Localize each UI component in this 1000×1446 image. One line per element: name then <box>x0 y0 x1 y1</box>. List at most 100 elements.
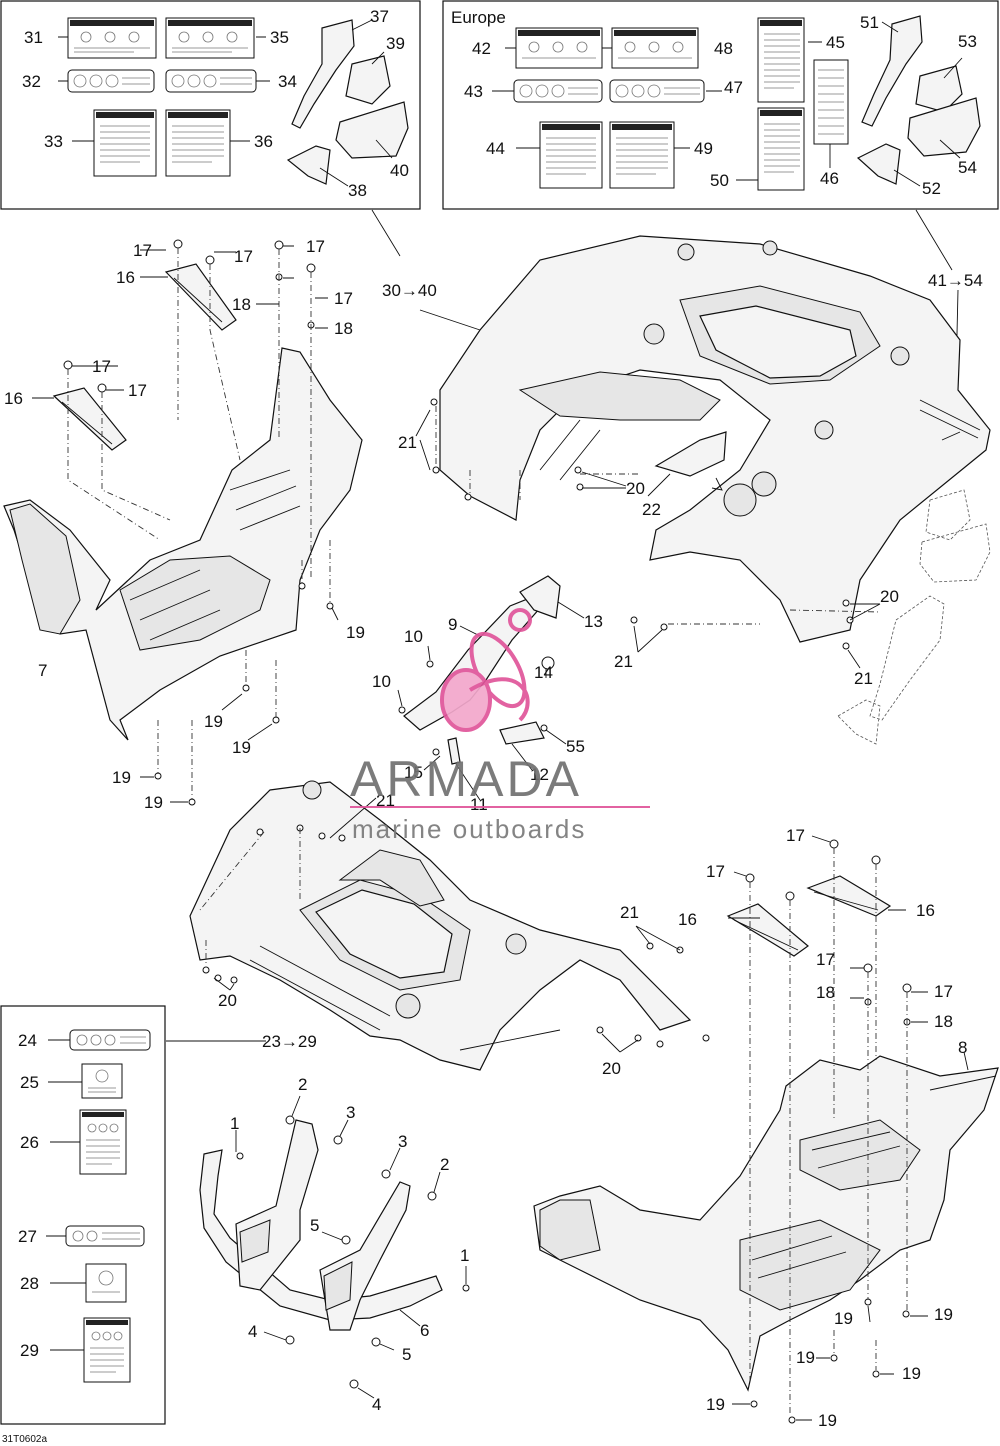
callout-40: 40 <box>390 161 409 180</box>
callout-11: 11 <box>470 795 488 814</box>
callout-17: 17 <box>786 826 805 845</box>
callout-19: 19 <box>204 712 223 731</box>
callout-47: 47 <box>724 78 743 97</box>
callout-19: 19 <box>834 1309 853 1328</box>
callout-45: 45 <box>826 33 845 52</box>
callout-16: 16 <box>4 389 23 408</box>
plate-12 <box>499 721 545 745</box>
callout-36: 36 <box>254 132 273 151</box>
callout-17: 17 <box>92 357 111 376</box>
decal-37 <box>291 19 355 129</box>
callout-19: 19 <box>112 768 131 787</box>
decal-box-europe: Europe <box>442 0 999 210</box>
front-bumper-assembly: 1 2 3 3 2 1 5 5 4 4 6 <box>199 1075 470 1414</box>
right-footwell-assembly: 17 17 16 16 17 18 17 18 8 19 19 19 19 19… <box>533 826 999 1430</box>
callout-25: 25 <box>20 1073 39 1092</box>
footrest-16-upper <box>164 263 237 331</box>
decal-26 <box>79 1109 127 1175</box>
callout-19: 19 <box>818 1411 837 1430</box>
callout-51: 51 <box>860 13 879 32</box>
ghost-decal-lower <box>837 595 945 745</box>
callout-46: 46 <box>820 169 839 188</box>
decal-50 <box>757 107 805 191</box>
callout-50: 50 <box>710 171 729 190</box>
callout-3: 3 <box>346 1103 355 1122</box>
callout-19: 19 <box>346 623 365 642</box>
decal-box-rear: 24 25 26 27 28 29 <box>0 1005 166 1425</box>
callout-1: 1 <box>460 1246 469 1265</box>
callout-4: 4 <box>248 1322 257 1341</box>
callout-19: 19 <box>706 1395 725 1414</box>
callout-7: 7 <box>38 661 47 680</box>
footrest-16-right-upper <box>806 875 892 917</box>
callout-16: 16 <box>116 268 135 287</box>
callout-20: 20 <box>626 479 645 498</box>
callout-44: 44 <box>486 139 505 158</box>
callout-19: 19 <box>796 1348 815 1367</box>
callout-17: 17 <box>334 289 353 308</box>
region-label: Europe <box>451 8 506 27</box>
callout-53: 53 <box>958 32 977 51</box>
callout-17: 17 <box>816 950 835 969</box>
callout-2: 2 <box>298 1075 307 1094</box>
decal-45 <box>757 17 805 103</box>
decal-29 <box>83 1317 131 1383</box>
decal-43 <box>513 79 603 103</box>
callout-28: 28 <box>20 1274 39 1293</box>
callout-21: 21 <box>376 791 395 810</box>
callout-22: 22 <box>642 500 661 519</box>
decal-47 <box>609 79 705 103</box>
callout-6: 6 <box>420 1321 429 1340</box>
ghost-decal-upper <box>919 489 991 583</box>
callout-20: 20 <box>880 587 899 606</box>
callout-39: 39 <box>386 34 405 53</box>
callout-12: 12 <box>530 765 549 784</box>
callout-14: 14 <box>534 663 553 682</box>
callout-16: 16 <box>678 910 697 929</box>
decal-34 <box>165 69 257 93</box>
callout-32: 32 <box>22 72 41 91</box>
callout-18: 18 <box>934 1012 953 1031</box>
callout-1: 1 <box>230 1114 239 1133</box>
bumper-bracket-left <box>235 1119 319 1291</box>
callout-19: 19 <box>934 1305 953 1324</box>
decal-53 <box>915 65 963 113</box>
decal-52 <box>856 143 901 185</box>
callout-38: 38 <box>348 181 367 200</box>
callout-54: 54 <box>958 158 977 177</box>
decal-42 <box>515 27 603 69</box>
callout-19: 19 <box>902 1364 921 1383</box>
watermark-brand: ARMADA <box>350 751 582 807</box>
diagram-reference: 31T0602a <box>2 1434 47 1445</box>
callout-8: 8 <box>958 1038 967 1057</box>
callout-18: 18 <box>816 983 835 1002</box>
callout-5: 5 <box>310 1216 319 1235</box>
callout-9: 9 <box>448 615 457 634</box>
right-footwell <box>533 1055 999 1392</box>
footrest-16-right-lower <box>726 903 809 957</box>
decal-31 <box>67 17 157 59</box>
callout-31: 31 <box>24 28 43 47</box>
callout-55: 55 <box>566 737 585 756</box>
callout-35: 35 <box>270 28 289 47</box>
decal-40 <box>335 101 409 159</box>
decal-39 <box>345 55 391 105</box>
decal-51 <box>861 15 923 127</box>
decal-54 <box>907 97 981 157</box>
callout-19: 19 <box>144 793 163 812</box>
callout-17: 17 <box>706 862 725 881</box>
callout-43: 43 <box>464 82 483 101</box>
seat-pad-22 <box>654 431 727 477</box>
footrest-16-lower <box>52 387 127 451</box>
callout-3: 3 <box>398 1132 407 1151</box>
callout-17: 17 <box>306 237 325 256</box>
decal-48 <box>611 27 699 69</box>
front-body-assembly: 21 20 21 20 23→29 <box>166 780 710 1078</box>
callout-33: 33 <box>44 132 63 151</box>
decal-44 <box>539 121 603 189</box>
callout-29: 29 <box>20 1341 39 1360</box>
callout-27: 27 <box>18 1227 37 1246</box>
left-footwell-assembly: 17 17 17 17 17 17 16 16 18 18 7 19 19 19… <box>3 237 365 812</box>
kit-ref-europe-decals: 41→54 <box>928 271 983 290</box>
